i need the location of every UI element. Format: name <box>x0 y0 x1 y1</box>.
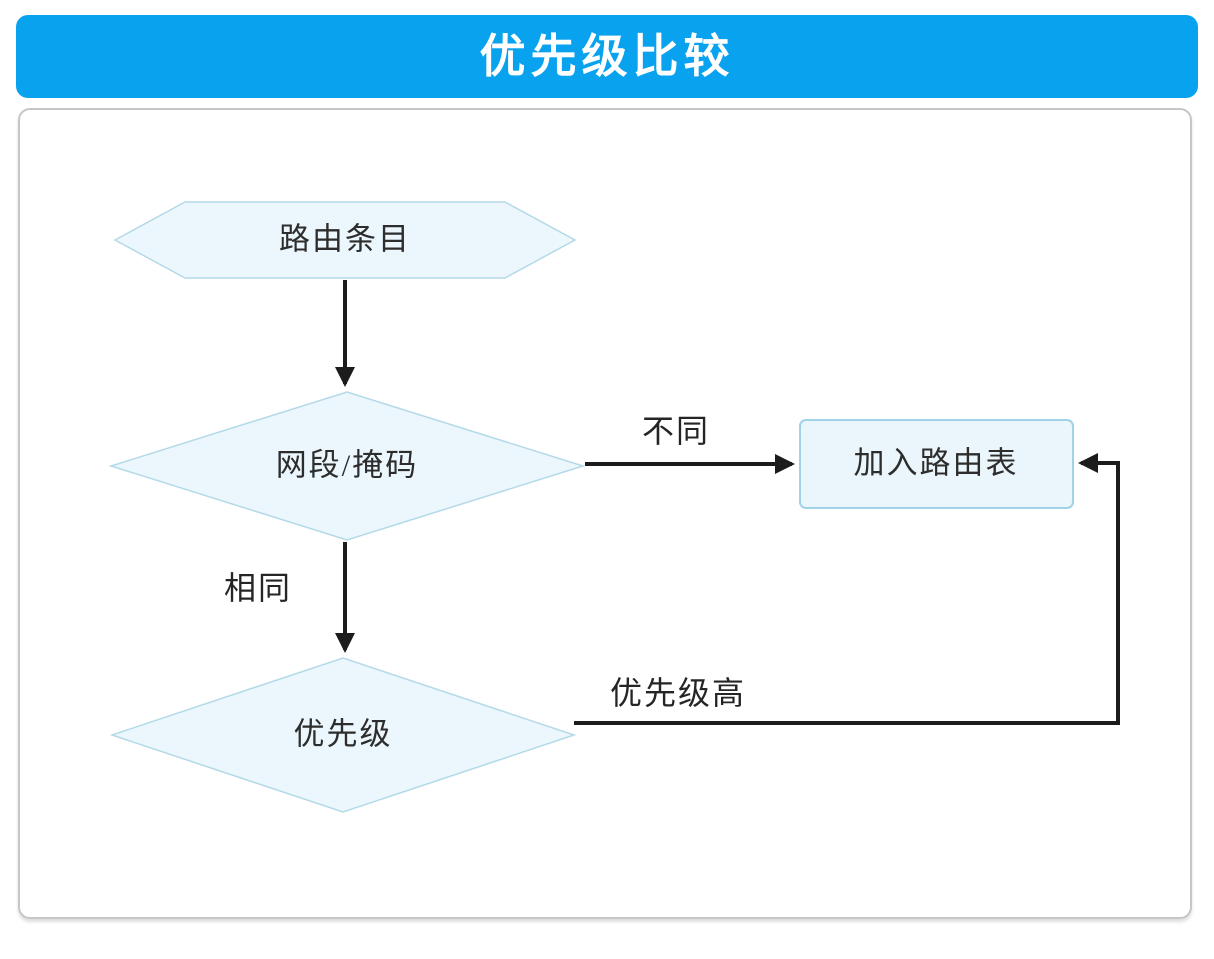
netmask-diamond <box>108 391 586 541</box>
priority-label: 优先级 <box>293 716 393 752</box>
route-entry-label: 路由条目 <box>279 221 411 257</box>
edge-label-same: 相同 <box>223 570 293 606</box>
edge-label-priority-high: 优先级高 <box>609 675 747 711</box>
route-entry-hexagon <box>113 201 577 279</box>
add-route-table-box <box>799 419 1074 509</box>
page-title: 优先级比较 <box>479 30 735 82</box>
priority-diamond <box>109 657 577 813</box>
netmask-label: 网段/掩码 <box>275 447 419 483</box>
add-route-table-label: 加入路由表 <box>853 445 1019 481</box>
arrow-priority-to-route-table <box>574 453 1120 725</box>
edge-label-different: 不同 <box>641 413 711 449</box>
title-bar: 优先级比较 <box>16 15 1198 98</box>
